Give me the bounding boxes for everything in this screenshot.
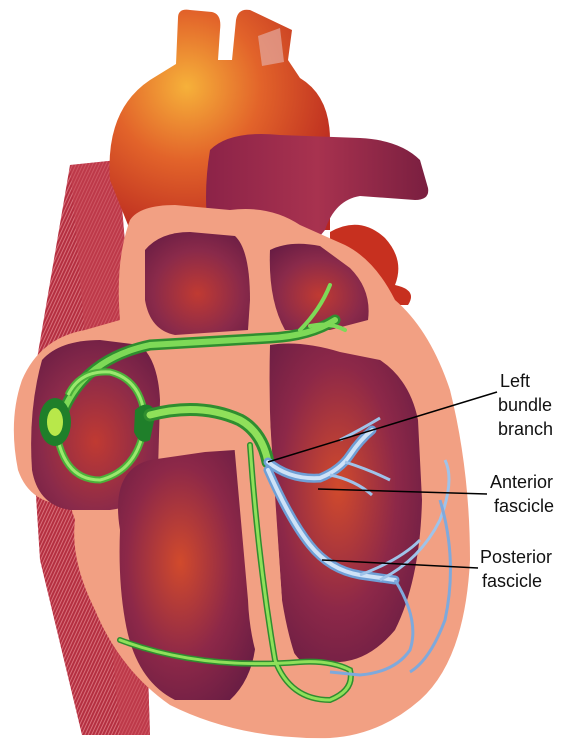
- left-ventricle: [270, 344, 422, 662]
- svg-text:Left: Left: [500, 371, 530, 391]
- label-line: branch: [498, 419, 553, 439]
- label-line: bundle: [498, 395, 552, 415]
- label-line: Left: [500, 371, 530, 391]
- label-line: Posterior: [480, 547, 552, 567]
- label-anterior-fascicle: Anterior fascicle: [490, 472, 554, 516]
- svg-text:branch: branch: [498, 419, 553, 439]
- svg-text:fascicle: fascicle: [494, 496, 554, 516]
- label-posterior-fascicle: Posterior fascicle: [480, 547, 552, 591]
- svg-text:fascicle: fascicle: [482, 571, 542, 591]
- label-line: Anterior: [490, 472, 553, 492]
- label-line: fascicle: [482, 571, 542, 591]
- svg-text:bundle: bundle: [498, 395, 552, 415]
- svg-text:Anterior: Anterior: [490, 472, 553, 492]
- sa-node: [39, 398, 71, 446]
- svg-text:Posterior: Posterior: [480, 547, 552, 567]
- label-line: fascicle: [494, 496, 554, 516]
- label-left-bundle-branch: Left bundle branch: [498, 371, 553, 439]
